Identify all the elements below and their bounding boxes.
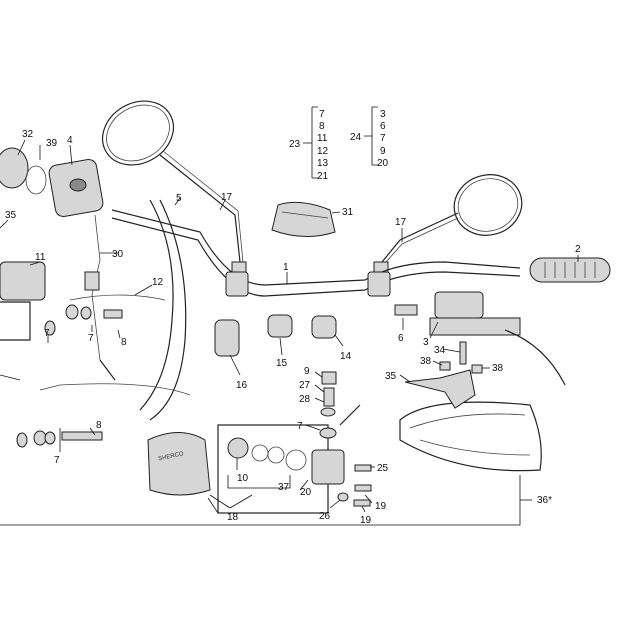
handguard <box>399 401 542 472</box>
callout-12: 12 <box>152 277 164 288</box>
callout-37: 37 <box>278 482 290 493</box>
handguard-bracket <box>404 369 476 409</box>
callout-32: 32 <box>22 129 34 140</box>
lever-fasteners <box>394 304 483 374</box>
screws <box>337 464 372 507</box>
callout-18: 18 <box>227 512 239 523</box>
fasteners-left <box>16 304 123 448</box>
leader-lines <box>0 106 579 526</box>
group-24-item: 3 <box>380 109 386 120</box>
callout-30: 30 <box>112 249 124 260</box>
callout-8b: 8 <box>96 420 102 431</box>
callout-16: 16 <box>236 380 248 391</box>
group-23-item: 13 <box>317 158 329 169</box>
group-23-item: 12 <box>317 146 329 157</box>
callout-7d: 7 <box>297 421 303 432</box>
callout-26: 26 <box>319 511 331 522</box>
callout-39: 39 <box>46 138 58 149</box>
banjo-parts <box>319 371 361 439</box>
callout-7a: 7 <box>44 328 50 339</box>
callout-25: 25 <box>377 463 389 474</box>
group-24-item: 6 <box>380 121 386 132</box>
key-ring <box>0 147 47 195</box>
callout-2: 2 <box>575 244 581 255</box>
callout-3: 3 <box>423 337 429 348</box>
callout-17b: 17 <box>395 217 407 228</box>
callout-20: 20 <box>300 487 312 498</box>
right-grip <box>529 257 611 283</box>
callout-38b: 38 <box>492 363 504 374</box>
callout-15: 15 <box>276 358 288 369</box>
callout-labels: 1 2 3 4 5 6 7 7 7 7 8 8 9 10 11 12 14 15… <box>5 129 581 526</box>
callout-4: 4 <box>67 135 73 146</box>
group-24-item: 20 <box>377 158 389 169</box>
group-24: 24 3 6 7 9 20 <box>350 109 389 169</box>
callout-17a: 17 <box>221 192 233 203</box>
callout-14: 14 <box>340 351 352 362</box>
callout-7b: 7 <box>88 333 94 344</box>
cables <box>39 199 191 421</box>
callout-19a: 19 <box>375 501 387 512</box>
group-23-item: 7 <box>319 109 325 120</box>
callout-9: 9 <box>304 366 310 377</box>
left-mirror <box>102 100 247 275</box>
handlebar-pad <box>271 201 336 238</box>
group-23-label: 23 <box>289 139 301 150</box>
callout-1: 1 <box>283 262 289 273</box>
group-24-label: 24 <box>350 132 362 143</box>
group-24-item: 9 <box>380 146 386 157</box>
pouch-logo: SHERCO <box>158 451 185 462</box>
callout-5: 5 <box>176 193 182 204</box>
switch-blocks <box>214 314 337 357</box>
callout-35b: 35 <box>385 371 397 382</box>
callout-34: 34 <box>434 345 446 356</box>
callout-6: 6 <box>398 333 404 344</box>
group-23-item: 21 <box>317 171 329 182</box>
callout-27: 27 <box>299 380 311 391</box>
callout-36: 36* <box>537 495 552 506</box>
group-24-item: 7 <box>380 133 386 144</box>
callout-38a: 38 <box>420 356 432 367</box>
callout-7c: 7 <box>54 455 60 466</box>
callout-31: 31 <box>342 207 354 218</box>
callout-19b: 19 <box>360 515 372 526</box>
switch-unit <box>48 158 104 361</box>
group-23: 23 7 8 11 12 13 21 <box>289 109 329 182</box>
callout-8a: 8 <box>121 337 127 348</box>
repair-kit <box>147 424 345 514</box>
callout-35a: 35 <box>5 210 17 221</box>
callout-28: 28 <box>299 394 311 405</box>
callout-11: 11 <box>35 252 46 263</box>
group-23-item: 11 <box>317 133 328 144</box>
callout-10: 10 <box>237 473 249 484</box>
left-master-cylinder <box>0 261 46 341</box>
handlebar <box>111 209 521 297</box>
right-master-cylinder <box>429 291 566 386</box>
group-23-item: 8 <box>319 121 325 132</box>
